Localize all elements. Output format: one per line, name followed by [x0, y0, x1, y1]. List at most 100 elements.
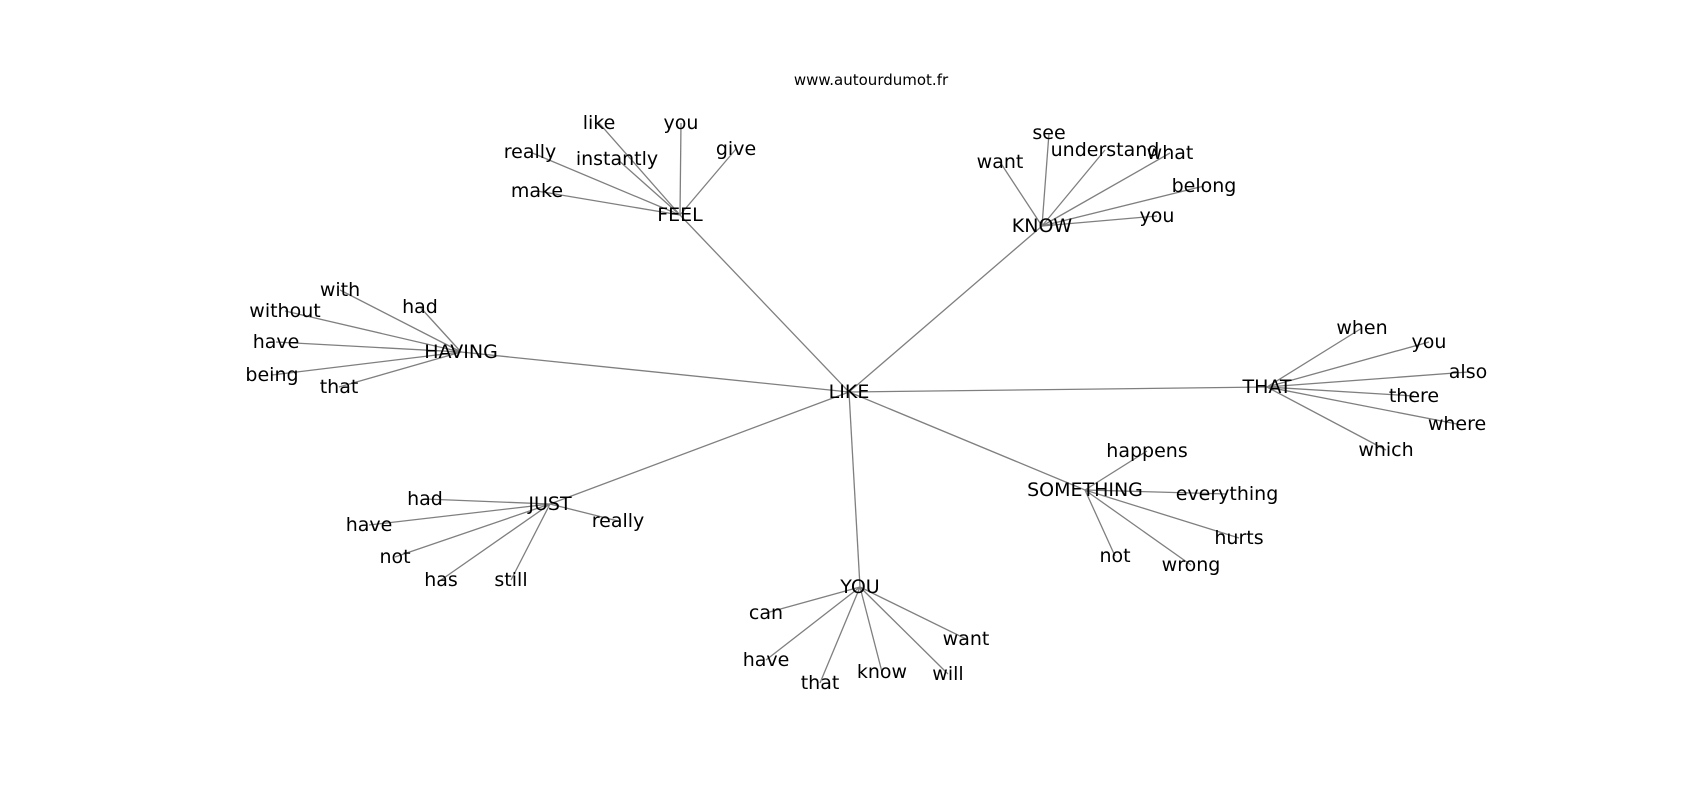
- leaf-word: has: [424, 569, 458, 591]
- center-word: LIKE: [829, 381, 870, 403]
- leaf-word: without: [249, 300, 320, 322]
- edges-layer: [271, 122, 1469, 684]
- edge-that-you: [1266, 341, 1430, 388]
- leaf-word: hurts: [1214, 527, 1263, 549]
- leaf-word: also: [1449, 361, 1487, 383]
- leaf-word: have: [346, 514, 393, 536]
- edge-having-that: [338, 351, 462, 388]
- leaf-word: you: [1140, 205, 1175, 227]
- edge-that-when: [1266, 327, 1363, 388]
- edge-having-have: [275, 341, 462, 353]
- edge-just-not: [394, 503, 551, 558]
- leaf-word: you: [1412, 331, 1447, 353]
- edge-center-know: [848, 225, 1043, 393]
- edge-something-hurts: [1084, 489, 1240, 539]
- leaf-word: wrong: [1162, 554, 1221, 576]
- site-watermark: www.autourdumot.fr: [793, 71, 949, 89]
- edge-center-having: [460, 351, 850, 393]
- leaf-word: give: [716, 138, 756, 160]
- leaf-word: you: [664, 112, 699, 134]
- hub-word-that: THAT: [1241, 376, 1291, 398]
- leaf-word: which: [1358, 439, 1413, 461]
- edge-having-without: [284, 310, 462, 353]
- leaf-word: really: [592, 510, 645, 532]
- leaf-word: understand: [1051, 139, 1160, 161]
- edge-something-happens: [1084, 450, 1148, 491]
- edge-having-being: [271, 351, 462, 376]
- edge-that-also: [1266, 371, 1469, 388]
- leaf-word: still: [494, 569, 527, 591]
- edge-just-had: [424, 498, 551, 505]
- edge-center-something: [848, 391, 1086, 491]
- leaf-word: belong: [1172, 175, 1237, 197]
- edge-something-everything: [1084, 489, 1228, 495]
- edge-center-that: [848, 386, 1268, 393]
- edge-you-will: [859, 586, 949, 675]
- leaf-word: happens: [1106, 440, 1187, 462]
- leaf-word: where: [1428, 413, 1486, 435]
- leaf-word: had: [407, 488, 443, 510]
- leaf-word: want: [977, 151, 1024, 173]
- edge-feel-you: [679, 122, 682, 216]
- leaf-word: can: [749, 602, 783, 624]
- hub-word-know: KNOW: [1012, 215, 1073, 237]
- edge-feel-instantly: [616, 158, 681, 216]
- edge-center-just: [549, 391, 850, 505]
- leaf-word: what: [1147, 142, 1194, 164]
- leaf-word: that: [320, 376, 359, 398]
- leaf-word: really: [504, 141, 557, 163]
- edge-that-where: [1266, 386, 1458, 425]
- hub-word-you: YOU: [839, 576, 879, 598]
- leaf-word: everything: [1176, 483, 1279, 505]
- edge-know-belong: [1041, 185, 1205, 227]
- edge-just-has: [440, 503, 551, 581]
- edge-that-which: [1266, 386, 1387, 451]
- edge-know-understand: [1041, 149, 1106, 227]
- edge-feel-really: [529, 151, 681, 216]
- leaf-word: have: [253, 331, 300, 353]
- leaf-word: want: [943, 628, 990, 650]
- edge-you-that: [819, 586, 861, 684]
- leaf-word: not: [379, 546, 410, 568]
- leaf-word: when: [1336, 317, 1387, 339]
- leaf-word: there: [1389, 385, 1439, 407]
- edge-something-wrong: [1084, 489, 1192, 566]
- edge-know-want: [999, 161, 1043, 227]
- leaf-word: have: [743, 649, 790, 671]
- edge-feel-like: [598, 122, 681, 216]
- leaf-word: that: [801, 672, 840, 694]
- leaf-word: instantly: [576, 148, 658, 170]
- leaf-word: with: [320, 279, 360, 301]
- leaf-word: see: [1032, 122, 1065, 144]
- hub-word-something: SOMETHING: [1027, 479, 1143, 501]
- leaf-word: will: [932, 663, 963, 685]
- edge-feel-give: [679, 148, 737, 216]
- hub-word-feel: FEEL: [657, 204, 703, 226]
- edge-center-you: [848, 391, 861, 588]
- edge-center-feel: [679, 214, 850, 393]
- leaf-word: make: [511, 180, 563, 202]
- edge-know-what: [1041, 152, 1171, 227]
- edge-just-have: [368, 503, 551, 526]
- hub-word-having: HAVING: [424, 341, 498, 363]
- edge-you-want: [859, 586, 967, 640]
- edge-having-with: [339, 289, 462, 353]
- edge-you-know: [859, 586, 883, 673]
- edge-having-had: [419, 306, 462, 353]
- leaf-word: know: [857, 661, 907, 683]
- labels-layer: LIKE FEEL like you really instantly give makeKN…: [245, 112, 1487, 694]
- edge-you-can: [765, 586, 861, 614]
- edge-know-you: [1041, 215, 1158, 227]
- edge-something-not: [1084, 489, 1116, 557]
- leaf-word: had: [402, 296, 438, 318]
- leaf-word: like: [583, 112, 616, 134]
- edge-just-really: [549, 503, 619, 522]
- edge-feel-make: [536, 190, 681, 216]
- leaf-word: being: [245, 364, 298, 386]
- leaf-word: not: [1099, 545, 1130, 567]
- edge-you-have: [765, 586, 861, 661]
- hub-word-just: JUST: [527, 493, 572, 515]
- edge-that-there: [1266, 386, 1415, 397]
- edge-know-see: [1041, 132, 1050, 227]
